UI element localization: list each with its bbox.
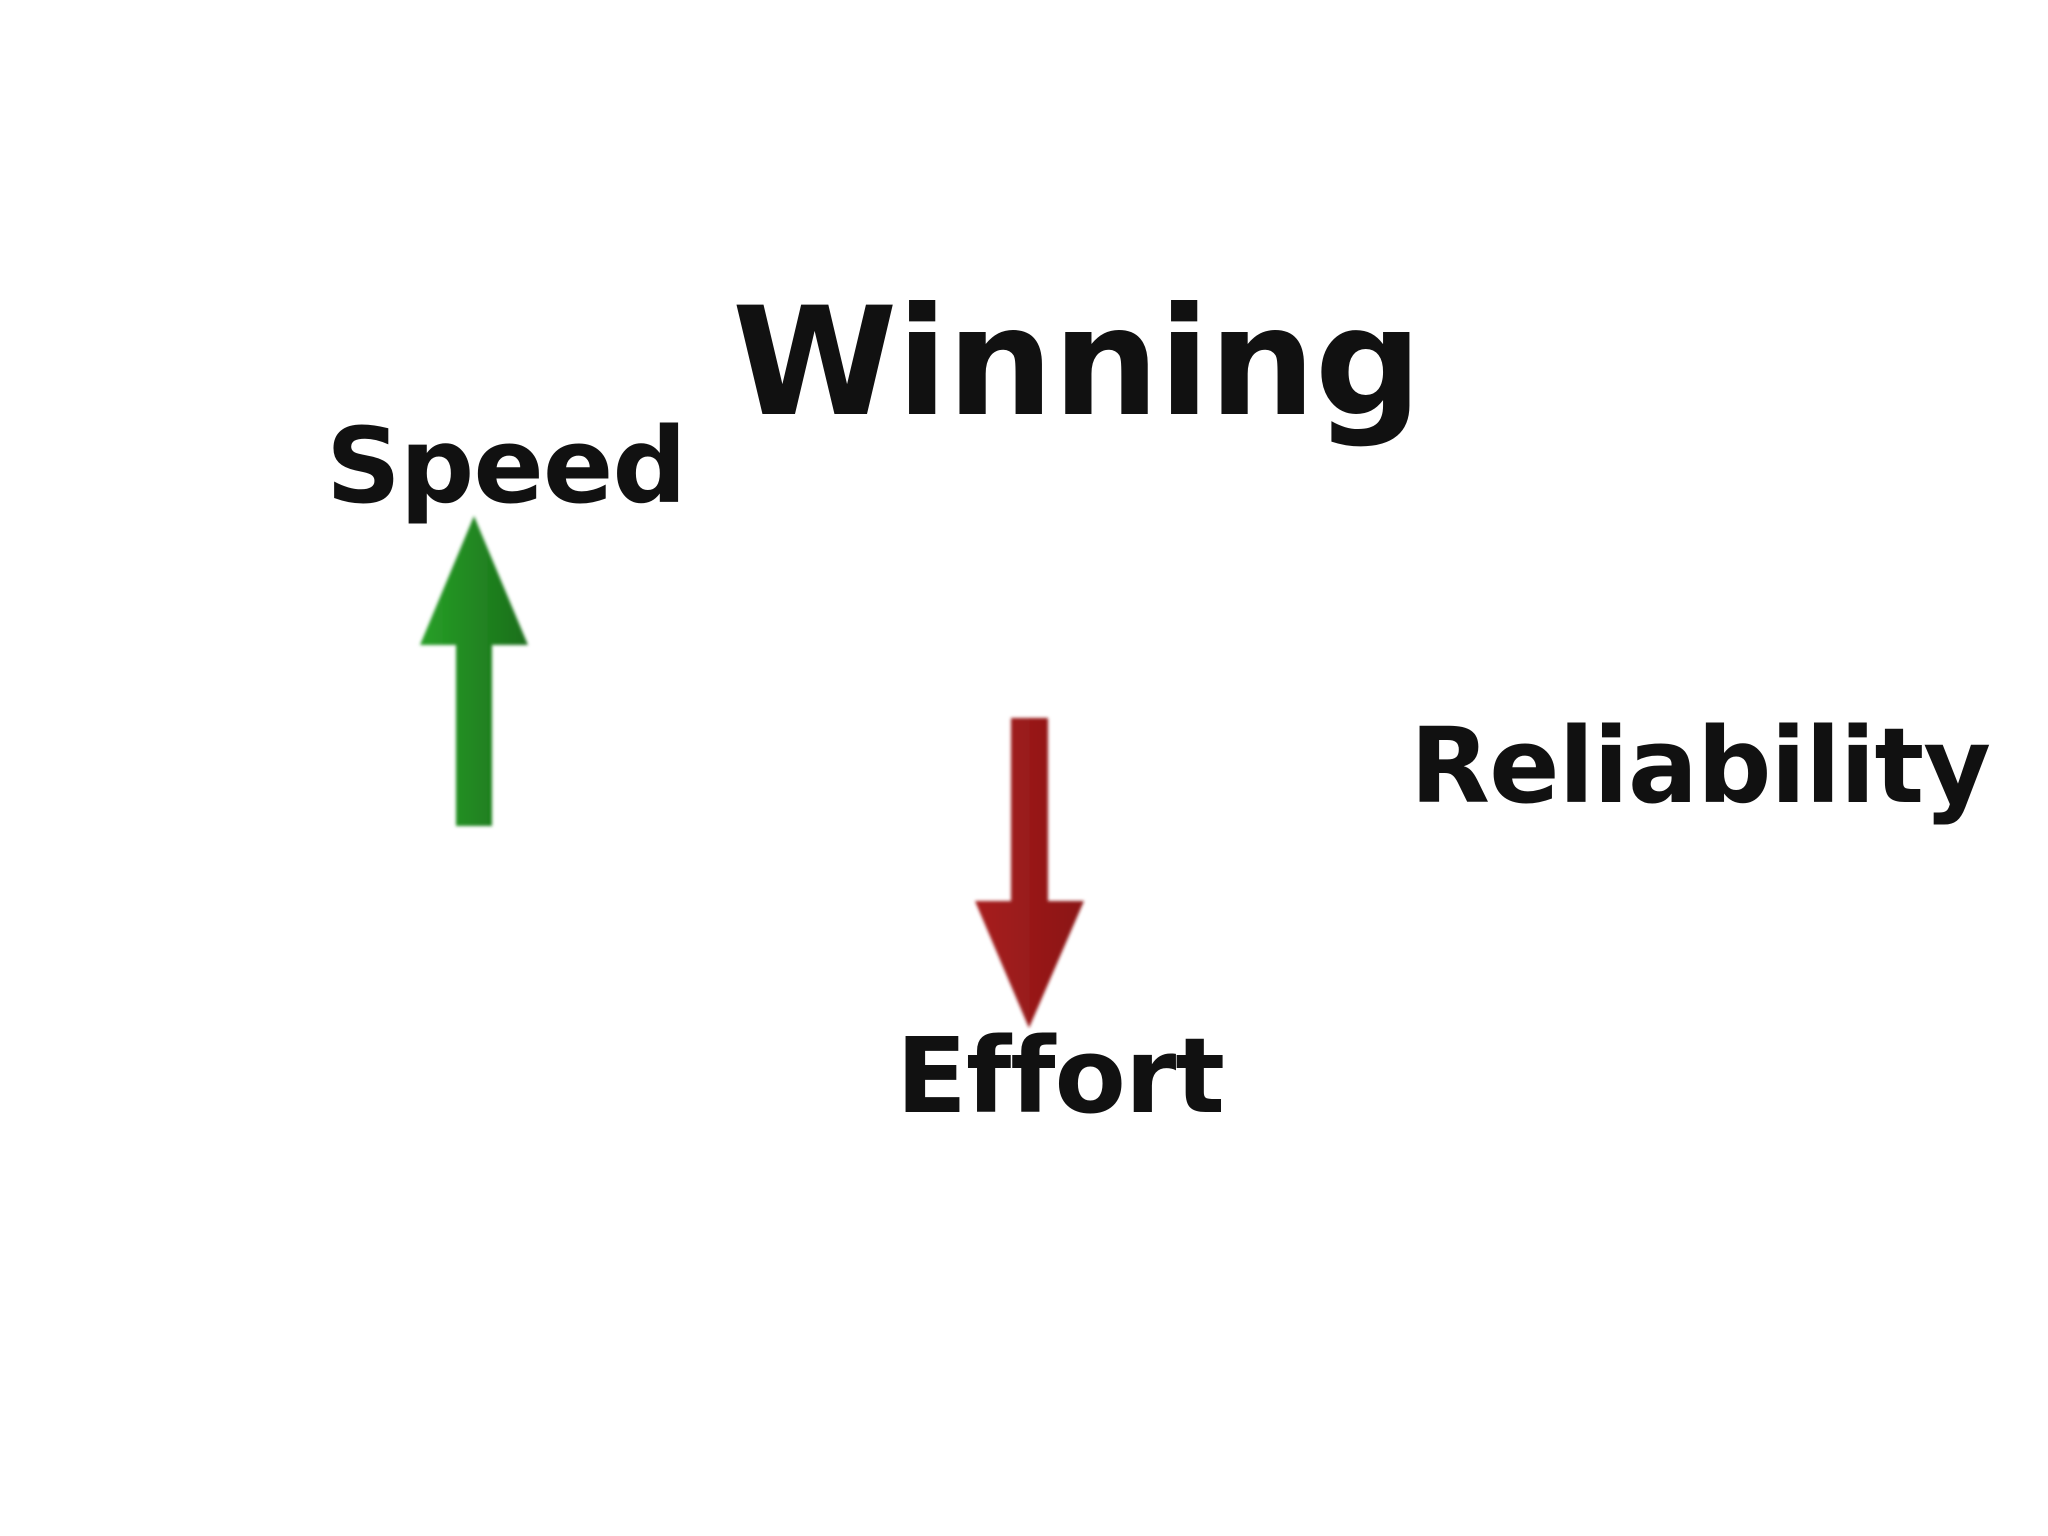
up-arrow-icon	[420, 516, 528, 826]
factor-label-speed: Speed	[326, 405, 687, 527]
factor-label-effort: Effort	[896, 1015, 1225, 1137]
diagram-title: Winning	[732, 276, 1422, 450]
factor-label-reliability: Reliability	[1410, 705, 1991, 827]
down-arrow-icon	[975, 718, 1084, 1028]
